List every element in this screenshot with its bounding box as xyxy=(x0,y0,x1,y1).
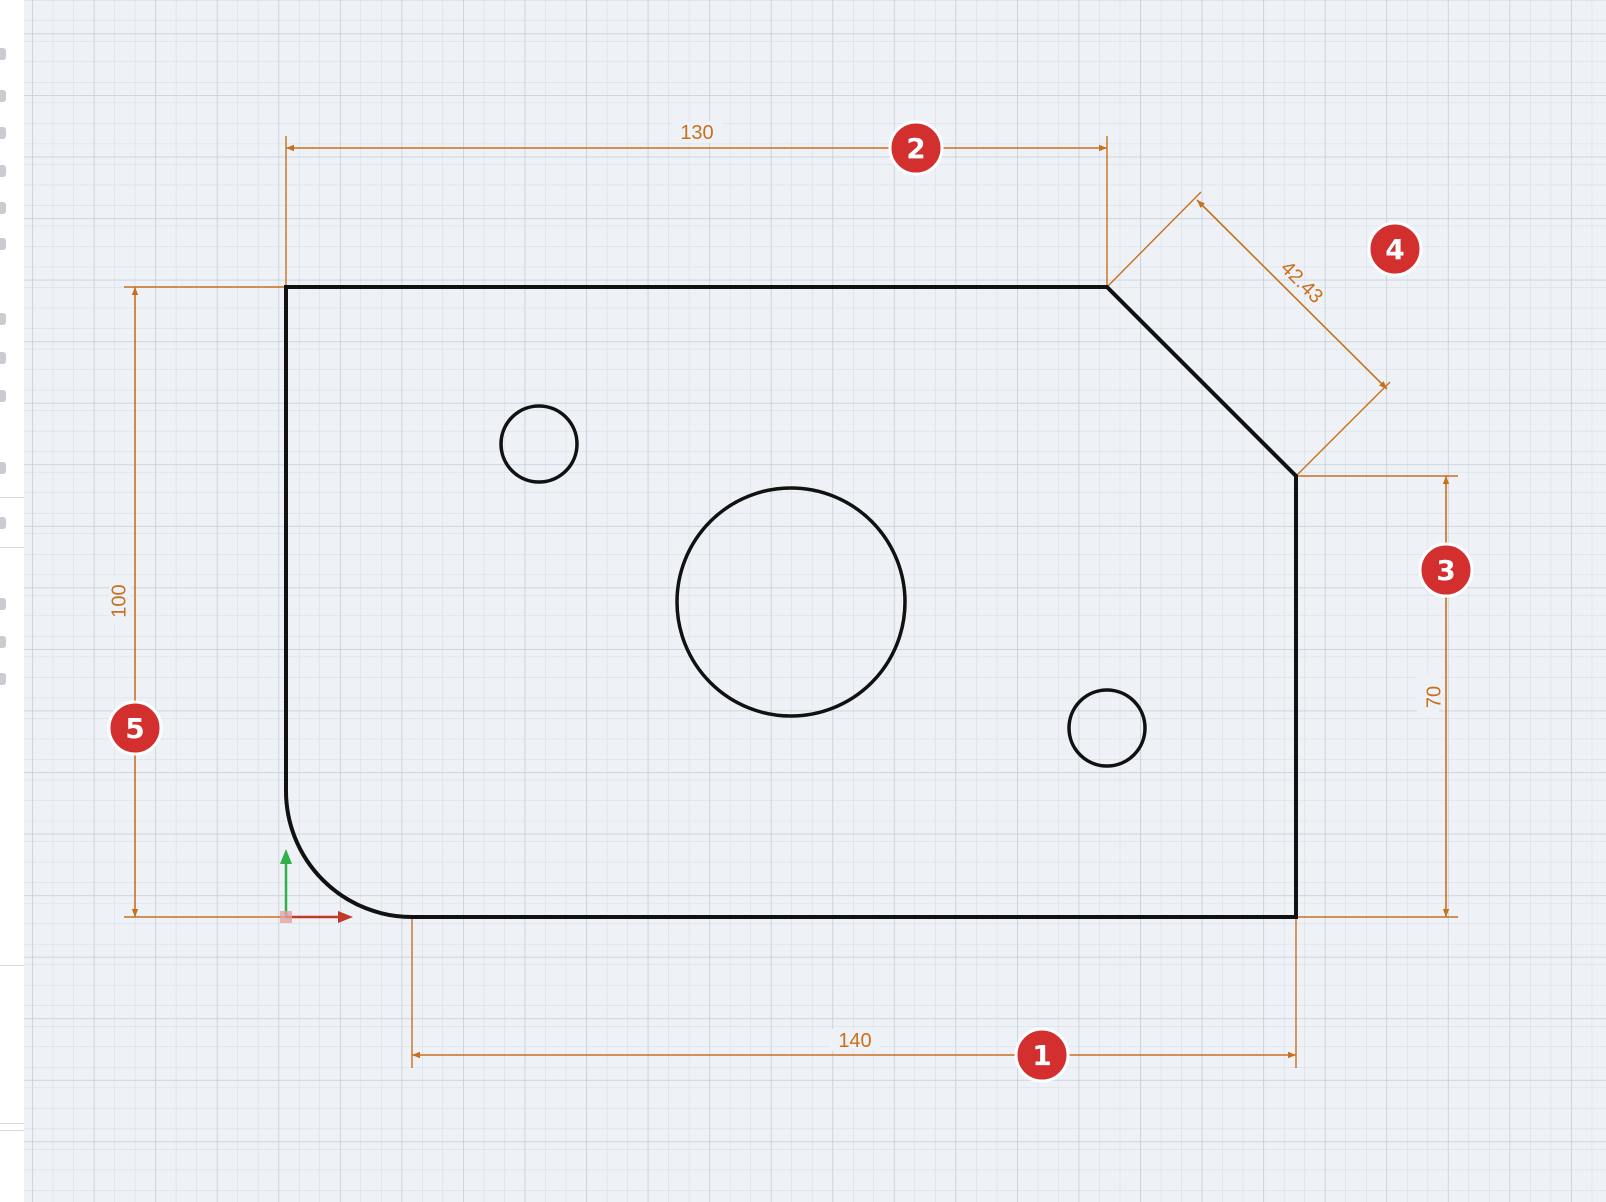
left-sidebar-panel xyxy=(0,0,25,1202)
sketch-canvas[interactable]: 140 130 70 100 42.43 1 2 3 4 5 xyxy=(24,0,1606,1202)
dimension-label-bottom-length[interactable]: 140 xyxy=(838,1030,871,1052)
panel-divider xyxy=(0,497,24,498)
dimension-label-bg xyxy=(830,1029,880,1051)
panel-collapse-handle[interactable] xyxy=(0,90,6,102)
panel-collapse-handle[interactable] xyxy=(0,165,6,177)
panel-divider xyxy=(0,1123,24,1124)
panel-collapse-handle[interactable] xyxy=(0,127,6,139)
panel-collapse-handle[interactable] xyxy=(0,462,6,474)
extension-lines xyxy=(124,136,1458,1068)
panel-collapse-handle[interactable] xyxy=(0,313,6,325)
callout-badge-5: 5 xyxy=(107,700,163,756)
callout-badge-1: 1 xyxy=(1014,1027,1070,1083)
callout-badge-3: 3 xyxy=(1418,542,1474,598)
callout-badge-5-label: 5 xyxy=(125,712,144,745)
dimension-label-bg xyxy=(1417,676,1439,716)
panel-collapse-handle[interactable] xyxy=(0,673,6,685)
panel-collapse-handle[interactable] xyxy=(0,598,6,610)
callout-badge-4: 4 xyxy=(1367,221,1423,277)
panel-collapse-handle[interactable] xyxy=(0,390,6,402)
dimension-line-chamfer[interactable] xyxy=(1196,199,1388,390)
callout-badge-2: 2 xyxy=(888,120,944,176)
dimension-label-bg xyxy=(672,121,722,143)
sketch-hole-small-bottom[interactable] xyxy=(1067,688,1147,768)
panel-collapse-handle[interactable] xyxy=(0,238,6,250)
panel-collapse-handle[interactable] xyxy=(0,636,6,648)
panel-collapse-handle[interactable] xyxy=(0,517,6,529)
callout-badge-4-label: 4 xyxy=(1385,233,1404,266)
grid-major xyxy=(24,0,1606,1202)
callout-badge-1-label: 1 xyxy=(1032,1039,1051,1072)
callout-badge-2-label: 2 xyxy=(906,132,925,165)
callout-badge-3-label: 3 xyxy=(1436,554,1455,587)
sketch-hole-large-center[interactable] xyxy=(675,486,907,718)
dimension-label-left-height[interactable]: 100 xyxy=(108,584,130,617)
panel-divider xyxy=(0,1130,24,1131)
panel-collapse-handle[interactable] xyxy=(0,352,6,364)
panel-divider xyxy=(0,965,24,966)
origin-axes-icon xyxy=(280,849,353,923)
panel-collapse-handle[interactable] xyxy=(0,202,6,214)
panel-collapse-handle[interactable] xyxy=(0,48,6,60)
dimension-label-right-height[interactable]: 70 xyxy=(1423,686,1445,708)
dimension-label-top-length[interactable]: 130 xyxy=(680,122,713,144)
panel-divider xyxy=(0,547,24,548)
sketch-profile-outline[interactable] xyxy=(284,285,1298,919)
dimension-label-bg xyxy=(109,578,131,624)
sketch-hole-small-top[interactable] xyxy=(499,404,579,484)
